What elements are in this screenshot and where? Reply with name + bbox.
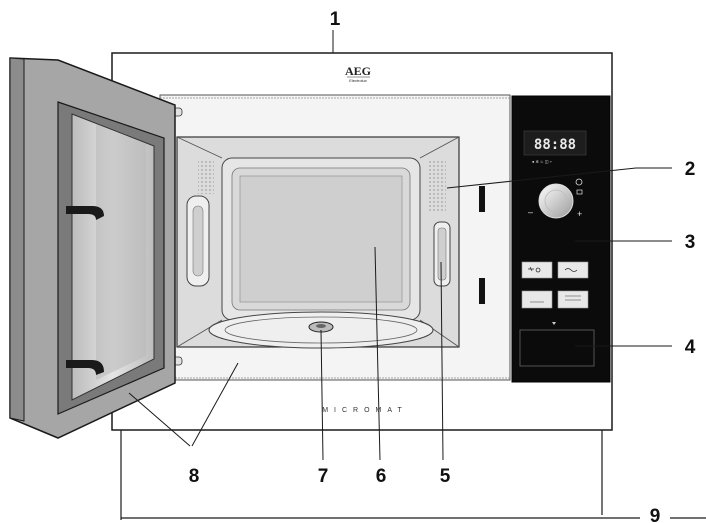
leader-lines — [128, 30, 672, 461]
callout-4: 4 — [685, 337, 696, 358]
base-cabinet — [120, 430, 706, 520]
display-symbols: ● ✲ ♨ ◫ ⌁ — [532, 159, 553, 164]
knob-minus-label: – — [528, 207, 533, 217]
display-digits: 88:88 — [534, 137, 576, 153]
door-release-icon — [552, 322, 556, 325]
oven-cavity — [176, 136, 460, 349]
grill-icon — [564, 268, 578, 272]
control-knob[interactable] — [538, 183, 574, 219]
brand-name: AEG — [345, 64, 371, 78]
display — [523, 130, 587, 156]
brand-logo: AEG Electrolux — [345, 64, 371, 83]
knob-plus-label: + — [577, 209, 582, 219]
microwave-button[interactable] — [521, 261, 553, 279]
stop-button[interactable] — [521, 290, 553, 309]
upper-lock-slot — [479, 186, 485, 212]
start-button[interactable] — [557, 290, 589, 309]
brand-subname: Electrolux — [349, 78, 367, 83]
callout-3: 3 — [685, 232, 696, 253]
callout-7: 7 — [318, 466, 329, 487]
callout-1: 1 — [330, 9, 341, 30]
callout-8: 8 — [189, 466, 200, 487]
callout-2: 2 — [685, 159, 696, 180]
model-label: MICROMAT — [322, 407, 408, 414]
grill-button[interactable] — [557, 261, 589, 279]
lock-icon — [576, 189, 583, 195]
cavity-back-panel — [239, 175, 403, 303]
callout-9: 9 — [650, 506, 661, 523]
right-vent — [428, 160, 446, 212]
left-vent — [198, 160, 214, 194]
upper-door-latch — [66, 206, 104, 220]
door-release-button[interactable] — [519, 329, 595, 367]
control-panel: 88:88 ● ✲ ♨ ◫ ⌁ – + — [511, 95, 611, 383]
power-icon — [575, 178, 583, 186]
lower-lock-slot — [479, 278, 485, 304]
callout-5: 5 — [440, 466, 451, 487]
callout-6: 6 — [376, 466, 387, 487]
door[interactable] — [9, 57, 176, 439]
microwave-icon — [528, 266, 541, 273]
lower-door-latch — [66, 360, 104, 375]
callouts: 1 2 3 4 5 6 7 8 9 — [189, 9, 696, 523]
